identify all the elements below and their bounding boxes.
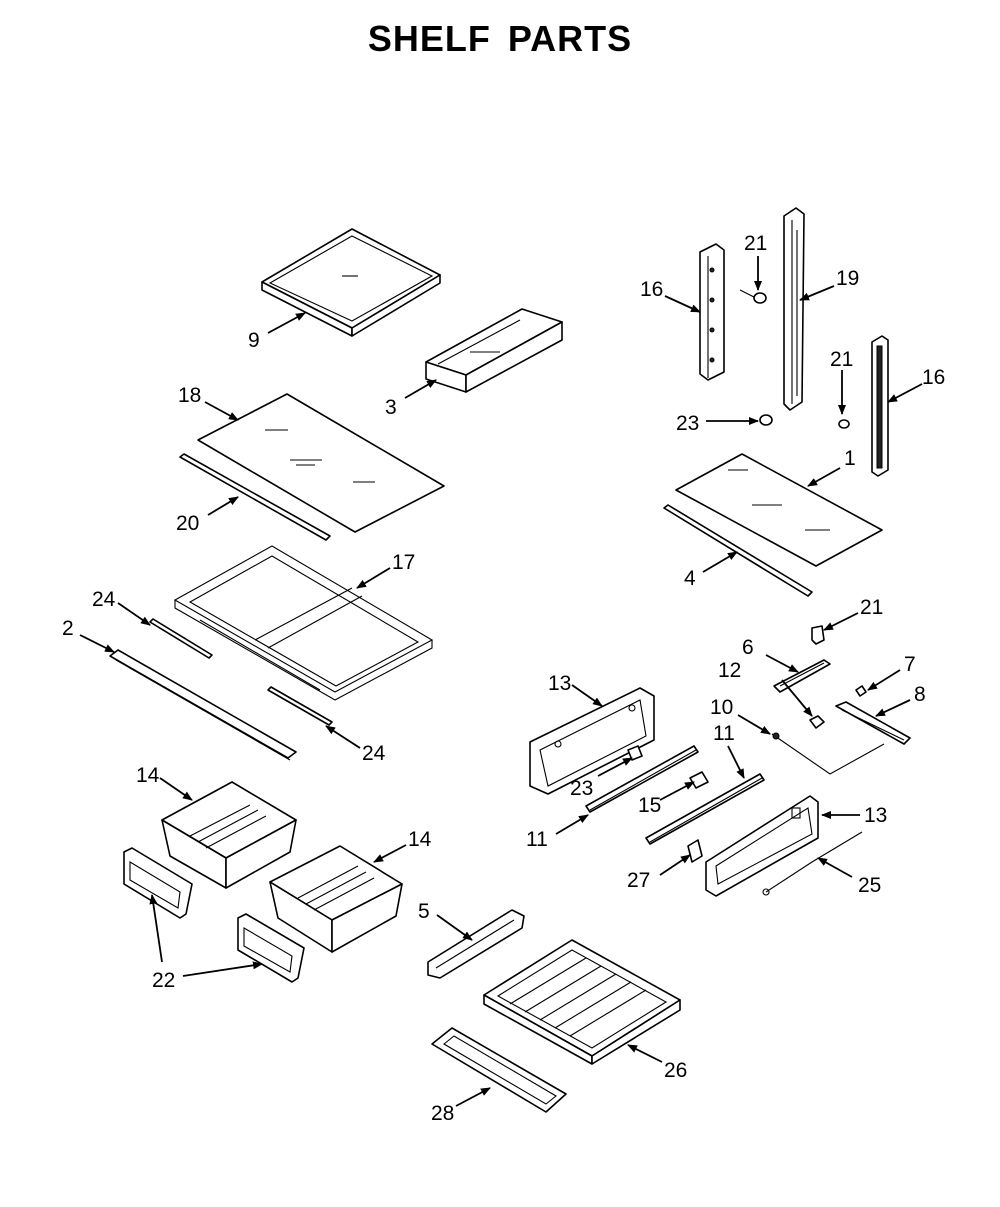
part-3-tray [425,308,563,393]
callout-25: 25 [858,874,881,897]
callout-21-mid: 21 [830,348,853,371]
part-7-clip [855,685,867,697]
callout-2: 2 [62,617,74,640]
callout-13-right: 13 [864,804,887,827]
callout-14-left: 14 [136,764,160,787]
part-1-glass-shelf [675,453,883,567]
part-12-clip [809,715,825,729]
callout-15: 15 [638,794,661,817]
callout-26: 26 [664,1059,687,1082]
part-22-drawer-front-left [123,847,193,919]
callout-7: 7 [904,653,916,676]
screw-21-top [739,289,767,304]
part-4-shelf-trim [663,504,813,597]
callout-3: 3 [385,396,397,419]
callout-labels: 9 3 18 20 17 24 2 24 14 14 22 5 26 28 16… [62,232,945,1125]
callout-28: 28 [431,1102,454,1125]
part-8-bracket [835,701,911,745]
part-20-shelf-trim [179,453,331,541]
part-14-crisper-right [269,845,403,953]
callout-24-upper: 24 [92,588,116,611]
screw-21-lower [811,625,825,645]
part-13-right-bracket [705,795,819,897]
callout-24-lower: 24 [362,742,386,765]
callout-14-right: 14 [408,828,432,851]
part-9-small-shelf [261,228,441,337]
callout-20: 20 [176,512,199,535]
part-27-clip [687,839,703,863]
callout-16-right: 16 [922,366,945,389]
callout-17: 17 [392,551,415,574]
callout-11-left: 11 [526,828,548,851]
part-28-cover [431,1027,567,1113]
callout-13-left: 13 [548,672,571,695]
callout-1: 1 [844,447,856,470]
callout-4: 4 [684,567,696,590]
part-16-right-rail [871,335,889,477]
callout-11-right: 11 [713,722,735,745]
callout-23-lower: 23 [570,777,593,800]
screw-23-top [759,414,773,426]
callout-27: 27 [627,869,650,892]
callout-10: 10 [710,696,733,719]
part-18-glass-shelf [197,393,445,533]
part-16-left-rail [699,243,725,381]
callout-18: 18 [178,384,201,407]
callout-23-top: 23 [676,412,699,435]
callout-8: 8 [914,683,926,706]
part-15-clip [689,771,709,789]
callout-21-top: 21 [744,232,767,255]
part-11-slide-rail-left [585,745,699,813]
part-10-rod [771,732,885,775]
part-25-wire [762,831,863,896]
part-2-front-trim [109,649,297,761]
page-title: SHELF PARTS [367,18,633,59]
callout-6: 6 [742,636,754,659]
callout-12: 12 [718,659,741,682]
callout-19: 19 [836,267,859,290]
callout-9: 9 [248,329,260,352]
part-11-slide-rail-right [645,773,765,845]
part-24-lower-rail [267,686,333,726]
screw-21-mid [838,419,850,429]
callout-5: 5 [418,900,430,923]
leader-lines [79,256,923,1107]
part-14-crisper-left [161,781,297,889]
part-26-deli-drawer [483,939,681,1065]
part-5-deli-cover [427,909,525,979]
part-13-left-bracket [529,687,655,795]
part-17-shelf-frame [173,545,434,701]
part-19-tall-rail [783,207,805,411]
part-6-bracket [773,659,831,693]
callout-21-lower: 21 [860,596,883,619]
part-24-upper-rail [149,618,213,659]
part-22-drawer-front-right [237,913,305,983]
callout-16-left: 16 [640,278,663,301]
part-23-clip [627,745,643,761]
callout-22: 22 [152,969,175,992]
